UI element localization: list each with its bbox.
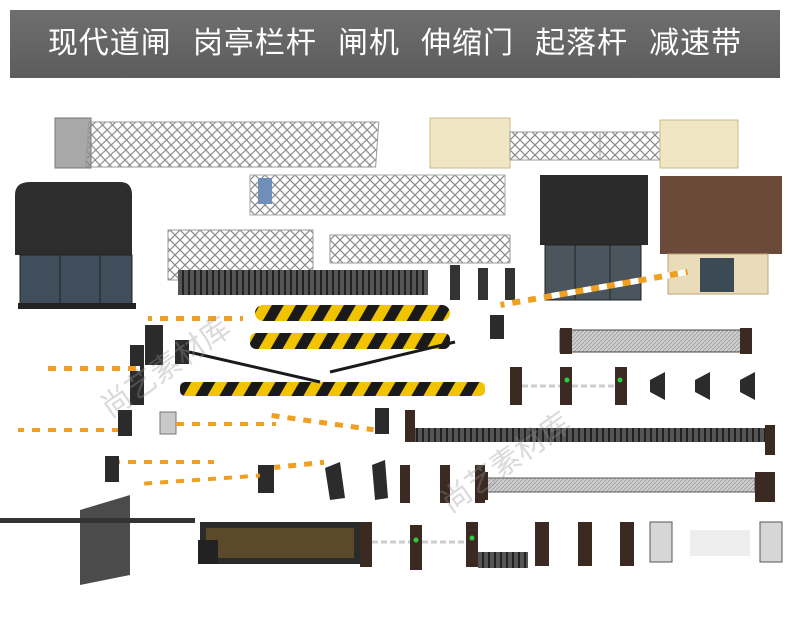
pillar-gate-cream (429, 117, 739, 169)
product-collage: 尚艺素材库 尚艺素材库 (0, 90, 790, 628)
title-bar: 现代道闸 岗亭栏杆 闸机 伸缩门 起落杆 减速带 (10, 10, 780, 78)
retractable-gate-middle (167, 229, 511, 295)
boom-barriers (18, 269, 689, 493)
speed-bumps (180, 305, 485, 396)
retractable-gate-top-left (54, 117, 506, 216)
guard-booth-brown (660, 176, 782, 295)
gate-models-illustration (0, 117, 783, 585)
guard-booth-dark (540, 175, 648, 301)
banner: 现代道闸 岗亭栏杆 闸机 伸缩门 起落杆 减速带 (0, 0, 790, 90)
bottom-row-gates (0, 495, 783, 585)
turnstile-small-group (450, 265, 515, 300)
swing-turnstiles (325, 367, 755, 503)
page-title: 现代道闸 岗亭栏杆 闸机 伸缩门 起落杆 减速带 (47, 26, 743, 61)
guard-booth-glass (15, 182, 136, 309)
